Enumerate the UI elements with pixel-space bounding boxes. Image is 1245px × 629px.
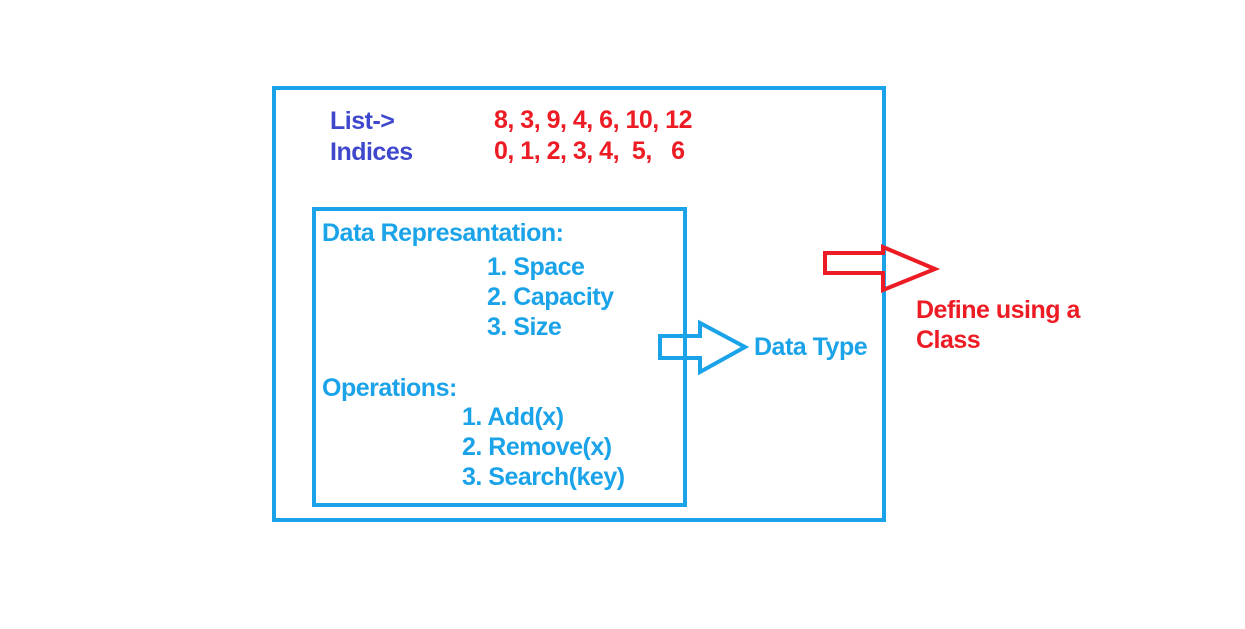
data-type-label: Data Type	[754, 333, 868, 361]
data-type-arrow-icon	[658, 319, 750, 376]
indices-label: Indices	[330, 138, 413, 166]
representation-item-space: 1. Space	[487, 253, 585, 281]
representation-item-size: 3. Size	[487, 313, 562, 341]
indices-values: 0, 1, 2, 3, 4, 5, 6	[494, 137, 685, 165]
define-class-label-line1: Define using a	[916, 296, 1080, 324]
list-label: List->	[330, 107, 395, 135]
representation-title: Data Represantation:	[322, 219, 564, 247]
outer-box	[272, 86, 886, 522]
representation-item-capacity: 2. Capacity	[487, 283, 614, 311]
operations-item-remove: 2. Remove(x)	[462, 433, 612, 461]
operations-title: Operations:	[322, 374, 457, 402]
operations-item-search: 3. Search(key)	[462, 463, 625, 491]
operations-item-add: 1. Add(x)	[462, 403, 564, 431]
define-class-label-line2: Class	[916, 326, 981, 354]
define-class-arrow-icon	[823, 243, 941, 293]
list-values: 8, 3, 9, 4, 6, 10, 12	[494, 106, 692, 134]
